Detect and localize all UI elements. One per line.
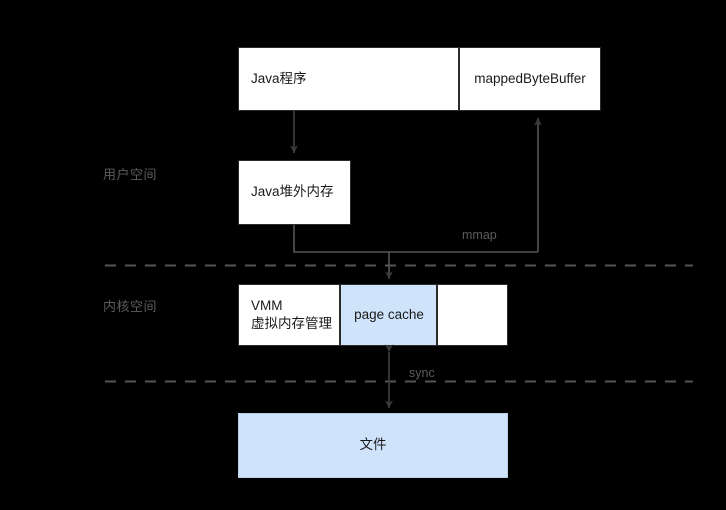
divider-application (458, 48, 460, 110)
box-vmm[interactable]: VMM 虚拟内存管理 (239, 285, 340, 345)
box-java-program[interactable]: Java程序 (239, 48, 459, 110)
box-java-direct-memory[interactable]: Java堆外内存 (238, 160, 351, 225)
divider-vmm-pagecache (339, 285, 341, 345)
divider-pagecache-spare (436, 285, 438, 345)
zone-label-user-space: 用户空间 (103, 167, 158, 182)
box-kernel-spare (438, 285, 506, 345)
box-page-cache[interactable]: page cache (341, 285, 437, 345)
edge-direct-memory-trunk (293, 225, 538, 253)
box-file[interactable]: 文件 (238, 413, 508, 478)
edge-label-sync: sync (409, 366, 435, 380)
application-layer-group: Java程序 mappedByteBuffer (238, 47, 601, 111)
box-mapped-byte-buffer[interactable]: mappedByteBuffer (460, 48, 600, 110)
edge-label-mmap: mmap (462, 228, 497, 242)
zone-label-kernel-space: 内核空间 (103, 299, 158, 314)
kernel-layer-group: VMM 虚拟内存管理 page cache (238, 284, 508, 346)
